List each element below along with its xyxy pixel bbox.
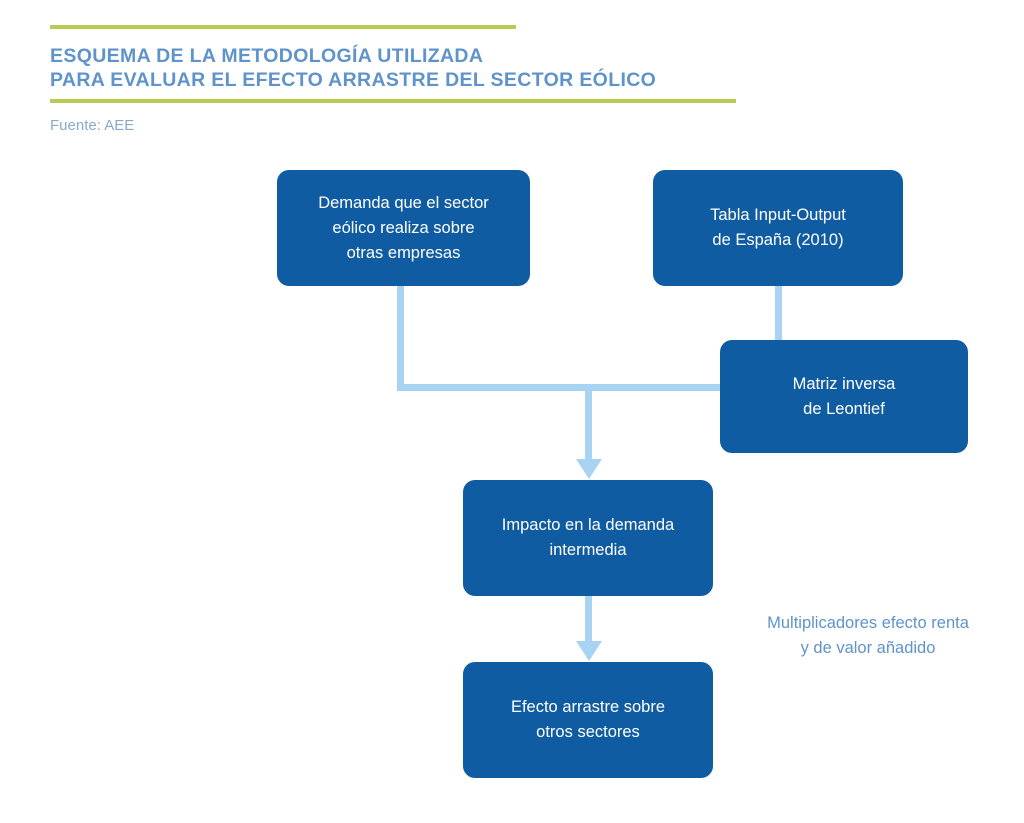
node-efecto-arrastre-otros-sectores: Efecto arrastre sobre otros sectores — [463, 662, 713, 778]
node-demanda-sector-eolico: Demanda que el sector eólico realiza sob… — [277, 170, 530, 286]
connector-demanda-down — [397, 286, 404, 391]
header-rule-bottom — [50, 99, 736, 103]
node-impacto-demanda-intermedia: Impacto en la demanda intermedia — [463, 480, 713, 596]
source-label: Fuente: AEE — [50, 117, 135, 134]
connector-bus-to-impacto — [585, 384, 592, 460]
connector-horizontal-bus — [397, 384, 722, 391]
annotation-multiplicadores: Multiplicadores efecto renta y de valor … — [767, 614, 969, 657]
arrowhead-to-impacto — [575, 459, 602, 479]
header-rule-top — [50, 25, 516, 29]
page-title: ESQUEMA DE LA METODOLOGÍA UTILIZADA PARA… — [50, 45, 657, 91]
connector-tabla-to-matriz — [775, 286, 782, 342]
connector-impacto-to-efecto — [585, 596, 592, 642]
arrowhead-to-efecto — [575, 641, 602, 661]
node-matriz-inversa-leontief: Matriz inversa de Leontief — [720, 340, 968, 453]
node-tabla-input-output: Tabla Input-Output de España (2010) — [653, 170, 903, 286]
